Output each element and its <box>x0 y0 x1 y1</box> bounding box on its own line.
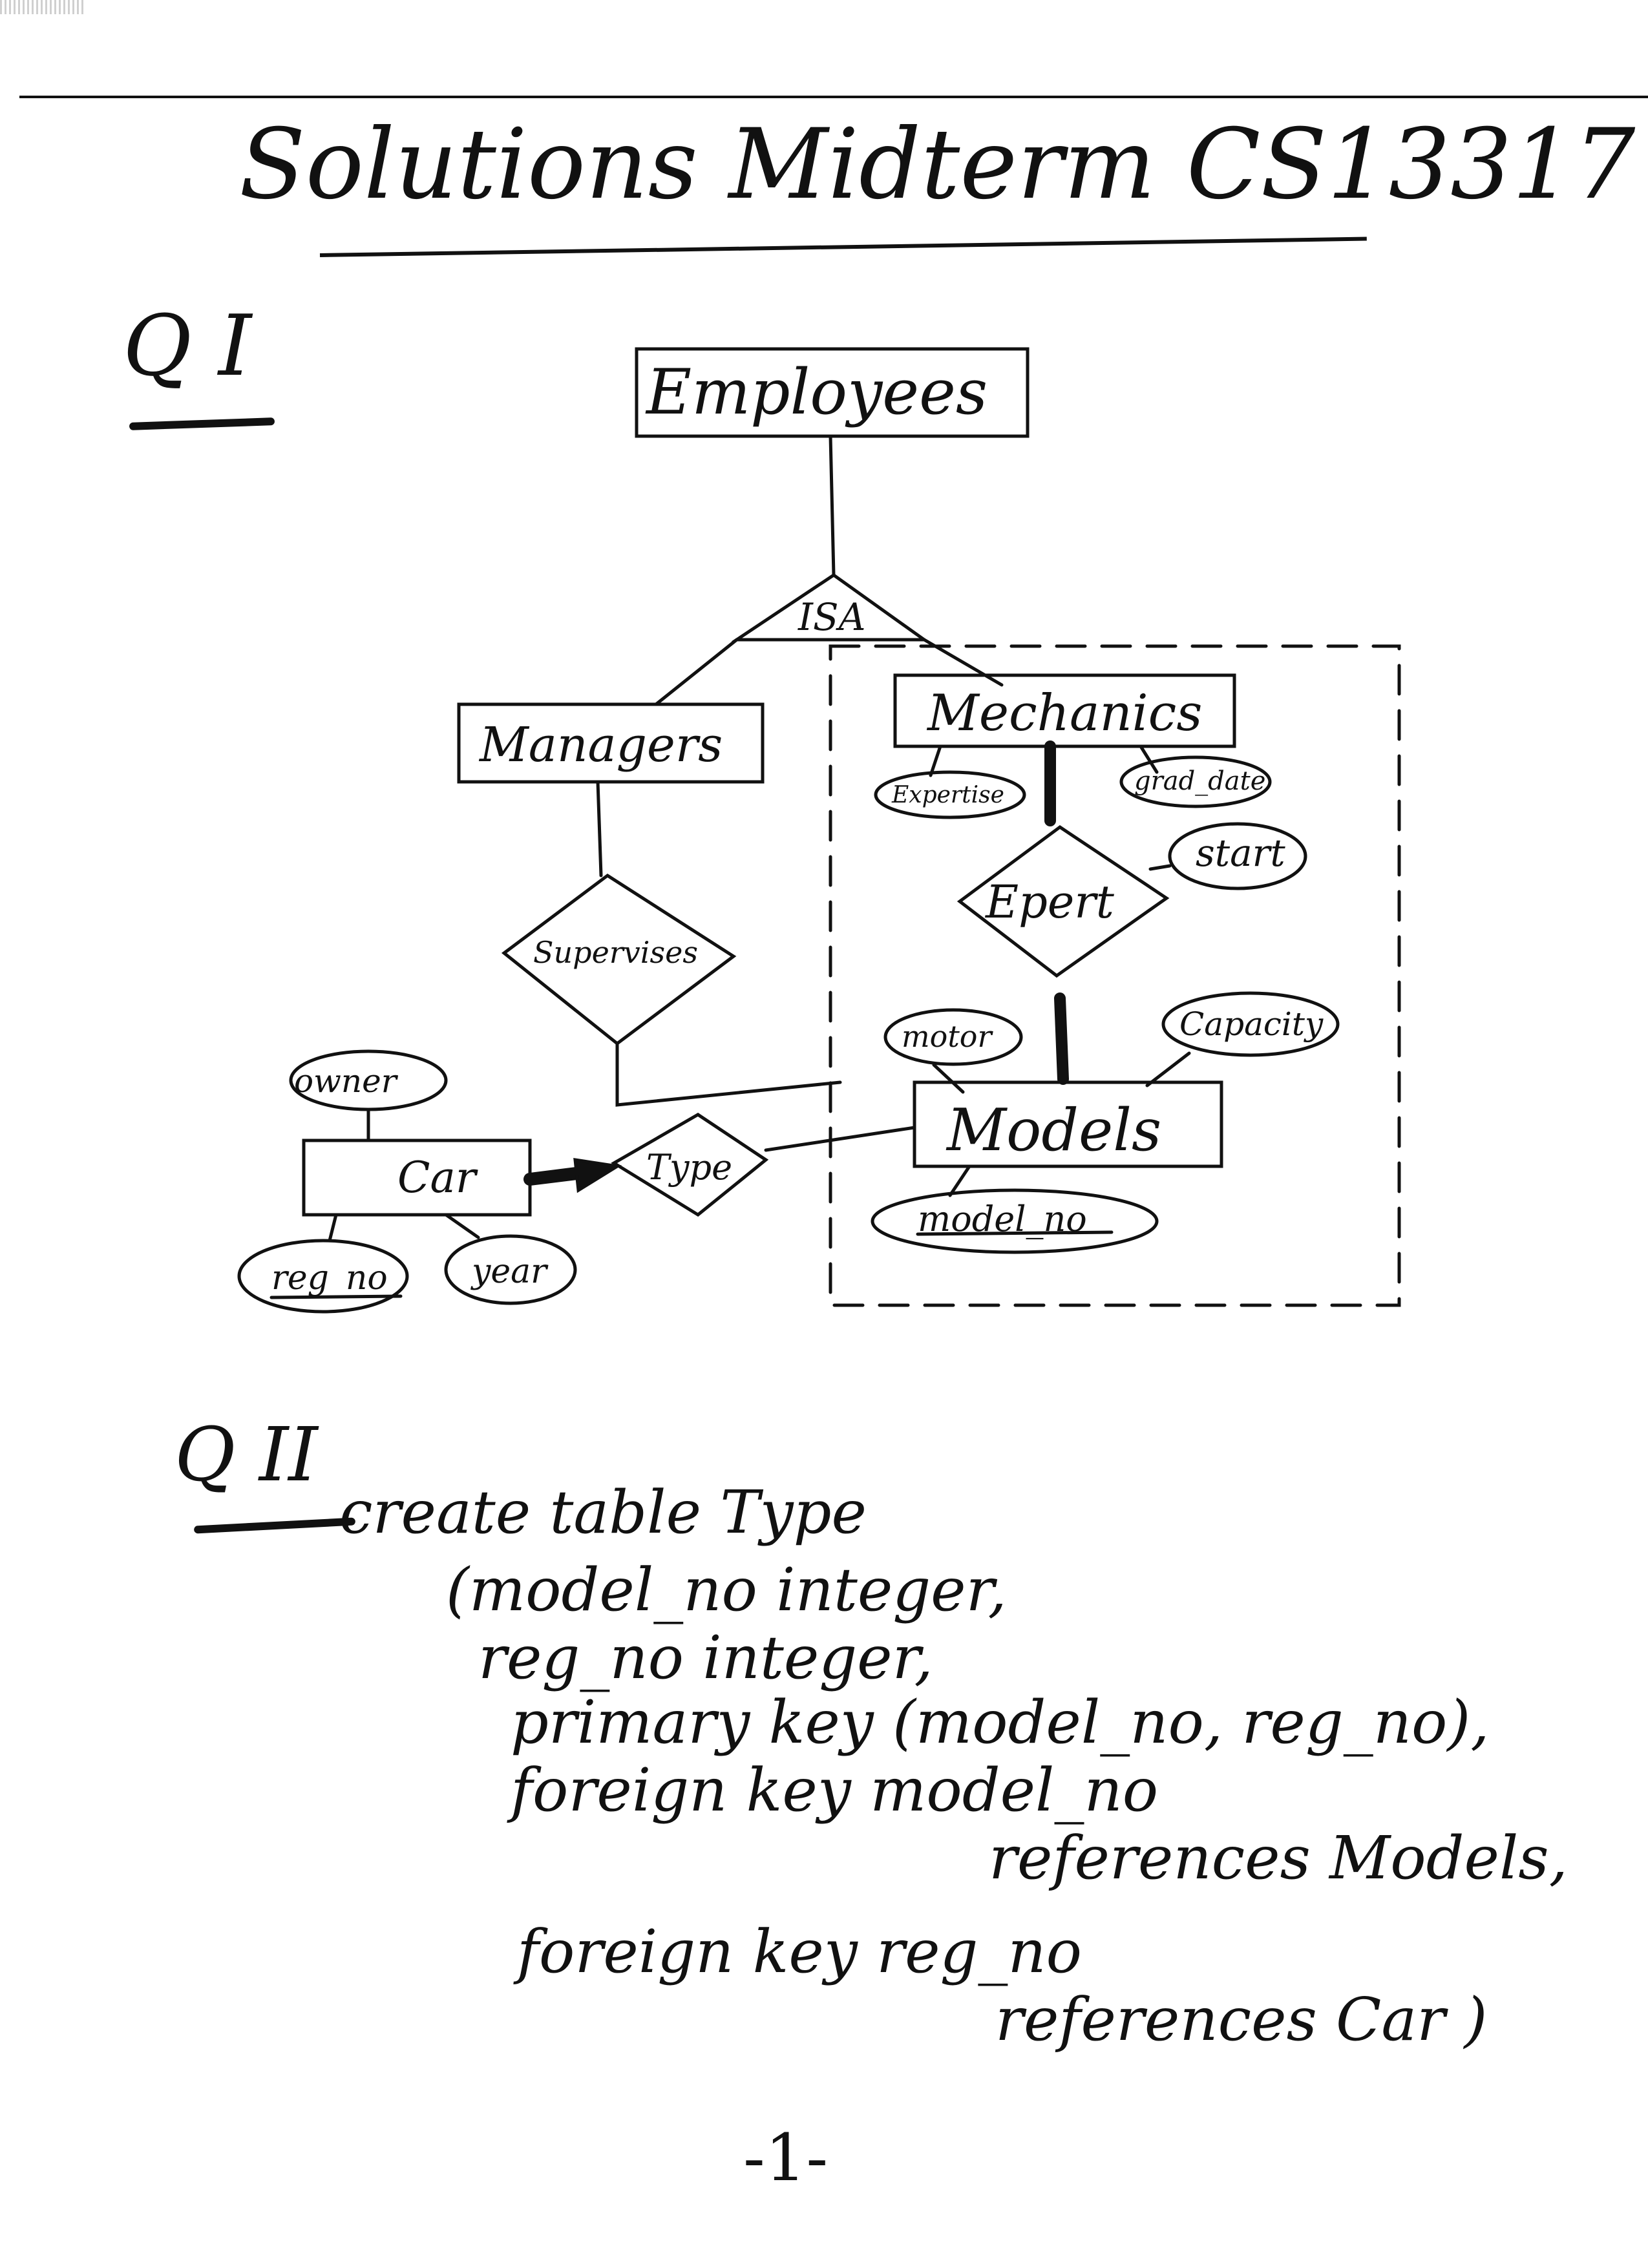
modelno-label: model_no <box>918 1199 1087 1239</box>
page-title: Solutions Midterm CS13317 <box>239 109 1636 221</box>
models-entity-box <box>913 1080 1223 1168</box>
expert-diamond <box>956 824 1170 978</box>
isa-managers-line <box>654 638 739 706</box>
sql-line-7: foreign key reg_no <box>517 1917 1083 1986</box>
expert-models-thick-line <box>1054 992 1069 1085</box>
sql-line-6: references Models, <box>989 1823 1568 1893</box>
sql-line-8: references Car ) <box>995 1985 1488 2054</box>
sql-line-3: reg_no integer, <box>478 1623 933 1692</box>
graddate-ellipse <box>1119 755 1272 808</box>
regno-ellipse <box>237 1239 409 1314</box>
managers-supervises-line <box>596 780 603 877</box>
motor-label: motor <box>902 1019 993 1054</box>
employees-isa-line <box>829 434 836 577</box>
models-label: Models <box>945 1097 1161 1164</box>
owner-label: owner <box>294 1062 399 1100</box>
type-models-line <box>764 1126 916 1152</box>
car-regno-line <box>328 1213 338 1243</box>
car-label: Car <box>397 1153 478 1202</box>
top-rule <box>19 96 1648 98</box>
managers-entity-box <box>457 702 765 784</box>
mechanics-label: Mechanics <box>926 684 1202 742</box>
models-modelno-line <box>948 1164 971 1197</box>
mechanics-graddate-line <box>1139 744 1159 774</box>
motor-models-line <box>932 1063 965 1094</box>
sql-line-5: foreign key model_no <box>511 1756 1159 1825</box>
type-label: Type <box>646 1147 732 1188</box>
modelno-ellipse <box>871 1188 1159 1254</box>
type-diamond <box>611 1113 769 1217</box>
sql-line-2: (model_no integer, <box>446 1555 1007 1624</box>
regno-label: reg_no <box>271 1259 388 1297</box>
expertise-ellipse <box>874 770 1026 819</box>
car-type-arrow-shaft <box>523 1166 588 1186</box>
year-ellipse <box>444 1234 577 1305</box>
graddate-label: grad_date <box>1134 766 1265 796</box>
isa-label: ISA <box>798 595 866 639</box>
isa-mechanics-line <box>922 638 1004 687</box>
expertise-label: Expertise <box>891 782 1004 808</box>
expert-label: Epert <box>984 876 1115 929</box>
year-label: year <box>470 1252 549 1291</box>
supervises-label: Supervises <box>533 935 698 970</box>
capacity-label: Capacity <box>1179 1005 1324 1043</box>
sql-line-4: primary key (model_no, reg_no), <box>511 1688 1490 1757</box>
regno-key-underline <box>269 1294 403 1299</box>
isa-triangle <box>731 572 929 642</box>
scan-artifact <box>0 0 84 14</box>
supervises-aggregation-line <box>615 1042 842 1107</box>
mechanics-expertise-line <box>929 744 942 777</box>
car-type-arrowhead <box>573 1158 622 1193</box>
start-label: start <box>1196 831 1285 875</box>
car-year-line <box>444 1213 480 1239</box>
aggregation-box <box>829 644 1401 1307</box>
question-2-label: Q II <box>174 1412 318 1498</box>
mechanics-entity-box <box>893 673 1236 748</box>
car-entity-box <box>302 1139 532 1217</box>
capacity-models-line <box>1145 1051 1191 1087</box>
sql-line-1: create table Type <box>339 1478 867 1547</box>
expert-start-line <box>1148 864 1172 871</box>
modelno-key-underline <box>916 1230 1114 1236</box>
capacity-ellipse <box>1161 991 1340 1057</box>
start-ellipse <box>1168 822 1307 890</box>
managers-label: Managers <box>478 717 723 773</box>
question-1-label: Q I <box>123 297 252 395</box>
employees-label: Employees <box>645 356 988 428</box>
page-number: -1- <box>743 2120 829 2196</box>
motor-ellipse <box>883 1008 1023 1066</box>
